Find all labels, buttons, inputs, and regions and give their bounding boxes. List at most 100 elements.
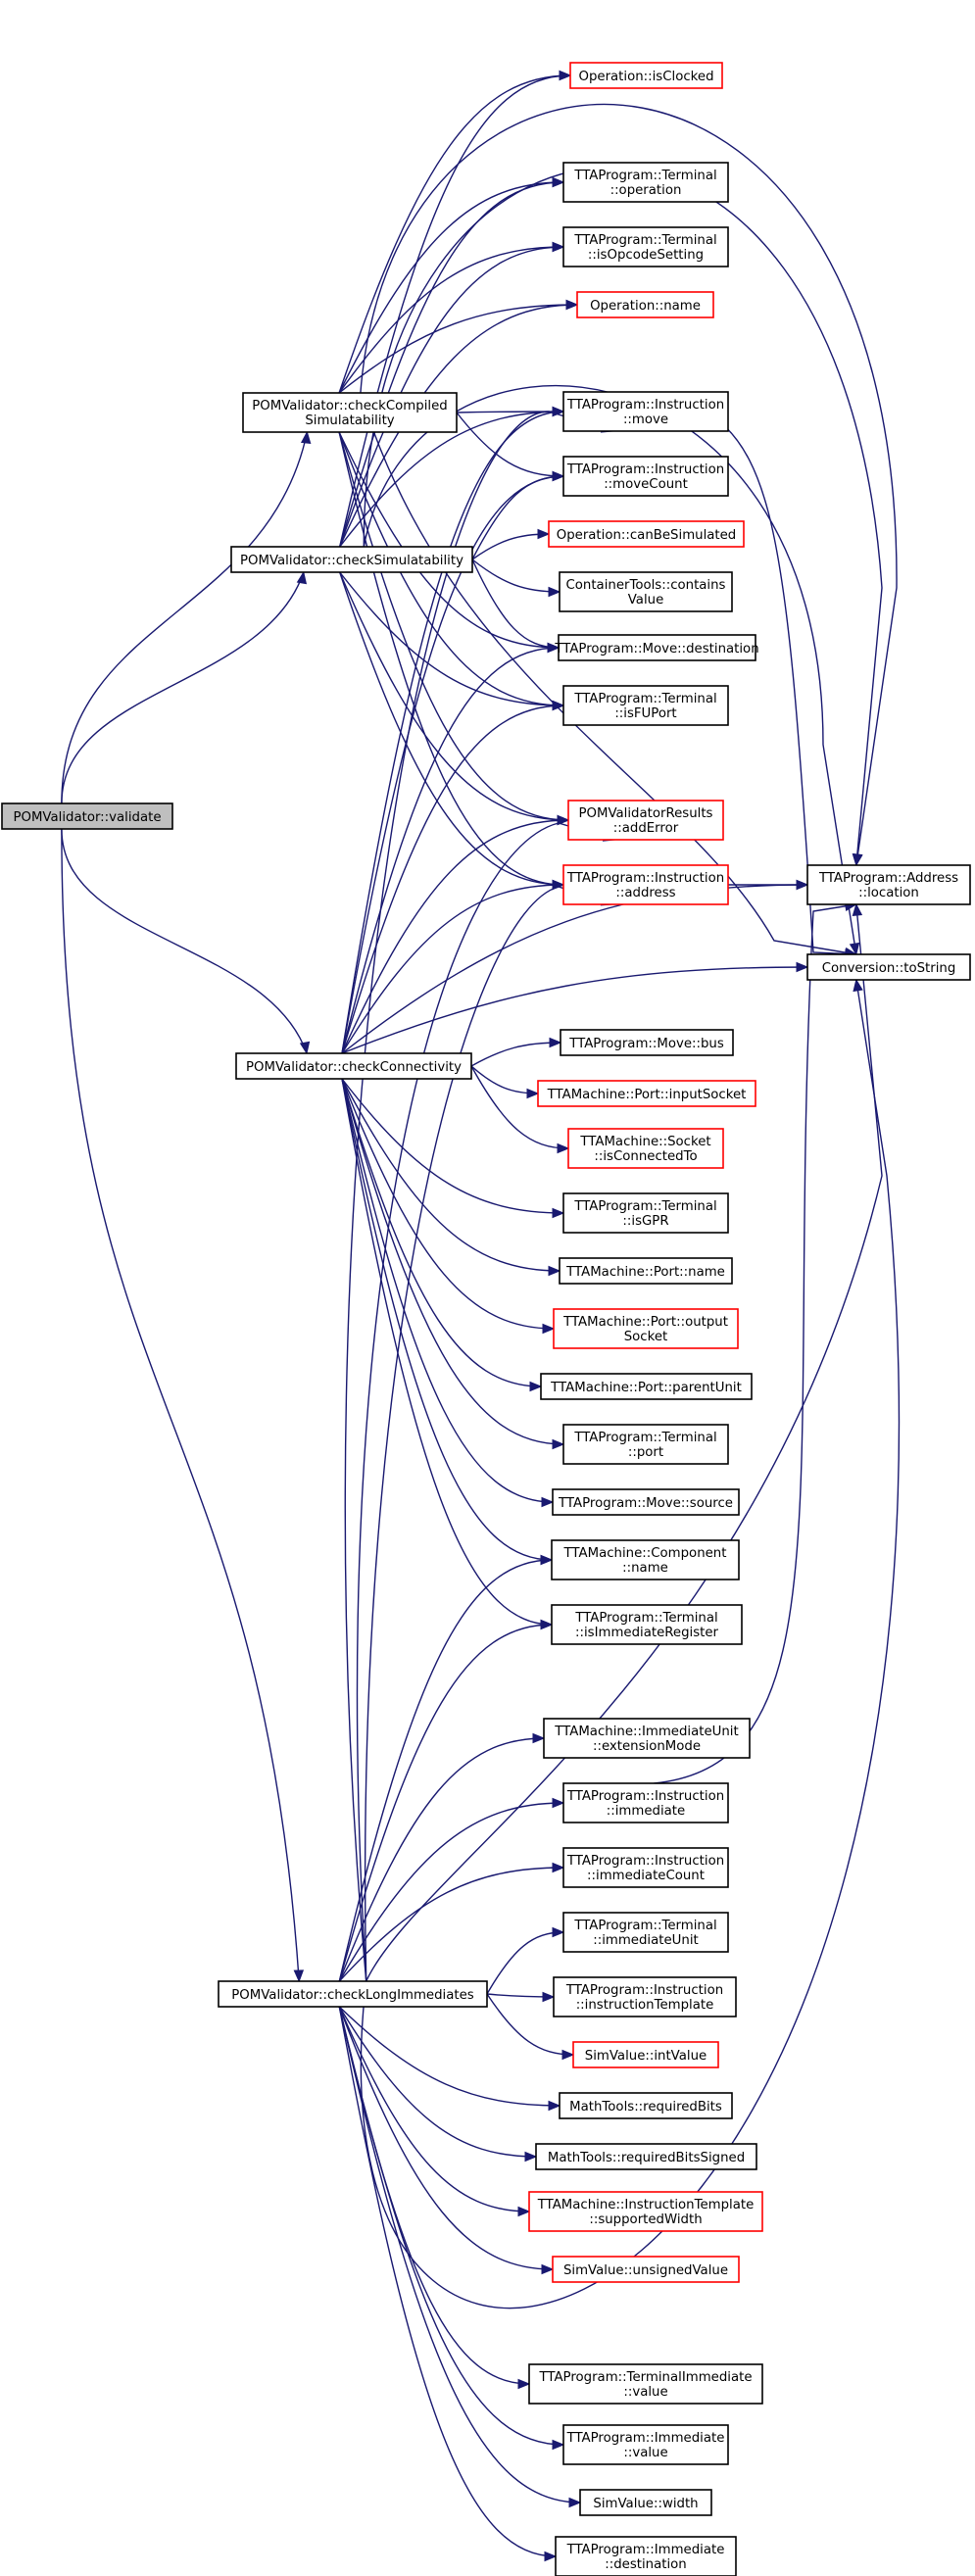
edge-line xyxy=(366,903,883,1982)
node-addError[interactable]: POMValidatorResults::addError xyxy=(567,800,724,841)
node-label: TTAProgram::TerminalImmediate xyxy=(538,2370,752,2385)
edge-line xyxy=(338,431,560,649)
edge-checkConn-to-isImmReg xyxy=(341,1078,554,1630)
node-termImmValue[interactable]: TTAProgram::TerminalImmediate::value xyxy=(528,2363,763,2405)
node-label: TTAProgram::Instruction xyxy=(566,398,724,413)
node-checkCompiled[interactable]: POMValidator::checkCompiledSimulatabilit… xyxy=(242,392,458,433)
edge-checkLong-to-intValue xyxy=(486,1993,575,2061)
edge-arrowhead xyxy=(541,2263,555,2275)
node-supportedWidth[interactable]: TTAMachine::InstructionTemplate::support… xyxy=(528,2191,763,2232)
edge-checkConn-to-moveCount xyxy=(341,470,565,1054)
node-label: ::isConnectedTo xyxy=(594,1149,697,1164)
node-box xyxy=(242,392,458,433)
node-checkConn[interactable]: POMValidator::checkConnectivity xyxy=(235,1052,472,1080)
edge-checkLong-to-simWidth xyxy=(338,2006,582,2508)
node-termOperation[interactable]: TTAProgram::Terminal::operation xyxy=(562,162,729,203)
node-moveDestination[interactable]: TTAProgram::Move::destination xyxy=(554,634,759,661)
edge-arrowhead xyxy=(542,1991,556,2003)
node-isFUPort[interactable]: TTAProgram::Terminal::isFUPort xyxy=(562,685,729,726)
node-label: TTAProgram::Terminal xyxy=(573,169,716,183)
edge-line xyxy=(338,2006,530,2385)
edge-checkConn-to-termPort xyxy=(341,1078,565,1450)
node-isConnectedTo[interactable]: TTAMachine::Socket::isConnectedTo xyxy=(567,1128,724,1169)
edge-arrowhead xyxy=(540,1554,554,1566)
edge-arrowhead xyxy=(296,570,308,585)
node-box xyxy=(218,1980,488,2008)
edge-line xyxy=(341,1078,554,1503)
node-requiredBitsSigned[interactable]: MathTools::requiredBitsSigned xyxy=(535,2143,757,2170)
node-validate[interactable]: POMValidator::validate xyxy=(1,802,173,830)
edge-line xyxy=(341,1078,542,1387)
node-canBeSimulated[interactable]: Operation::canBeSimulated xyxy=(548,520,745,548)
node-requiredBits[interactable]: MathTools::requiredBits xyxy=(559,2092,733,2119)
node-immValue[interactable]: TTAProgram::Immediate::value xyxy=(562,2424,729,2465)
node-moveBus[interactable]: TTAProgram::Move::bus xyxy=(560,1029,734,1056)
node-moveCount[interactable]: TTAProgram::Instruction::moveCount xyxy=(562,456,729,497)
node-instrTemplate[interactable]: TTAProgram::Instruction::instructionTemp… xyxy=(553,1976,737,2017)
node-immDestination[interactable]: TTAProgram::Immediate::destination xyxy=(555,2536,737,2576)
edge-checkLong-to-termImmValue xyxy=(338,2006,531,2390)
edge-arrowhead xyxy=(552,1438,565,1450)
node-isImmReg[interactable]: TTAProgram::Terminal::isImmediateRegiste… xyxy=(551,1604,743,1645)
node-instrImmediate[interactable]: TTAProgram::Instruction::immediate xyxy=(562,1782,729,1823)
node-instrMove[interactable]: TTAProgram::Instruction::move xyxy=(562,391,729,432)
node-addrLocation[interactable]: TTAProgram::Address::location xyxy=(806,864,971,905)
edge-arrowhead xyxy=(853,978,863,993)
node-label: TTAProgram::Instruction xyxy=(565,1983,723,1998)
edge-arrowhead xyxy=(796,879,809,891)
node-checkLong[interactable]: POMValidator::checkLongImmediates xyxy=(218,1980,488,2008)
edge-arrowhead xyxy=(529,1381,543,1392)
node-box xyxy=(230,546,473,573)
node-label: TTAMachine::Component xyxy=(563,1546,727,1561)
edge-checkCompiled-to-addError xyxy=(338,431,570,826)
edge-checkLong-to-toString xyxy=(360,978,901,2309)
edge-arrowhead xyxy=(548,586,561,598)
node-extensionMode[interactable]: TTAMachine::ImmediateUnit::extensionMode xyxy=(543,1718,751,1759)
node-box xyxy=(559,2092,733,2119)
node-box xyxy=(572,2041,719,2068)
edge-line xyxy=(364,886,613,1982)
edge-line xyxy=(360,392,856,955)
node-immUnit[interactable]: TTAProgram::Terminal::immediateUnit xyxy=(562,1912,729,1953)
edge-arrowhead xyxy=(300,430,312,444)
edge-arrowhead xyxy=(517,2378,531,2390)
node-portName[interactable]: TTAMachine::Port::name xyxy=(559,1257,733,1285)
node-box xyxy=(558,634,756,661)
node-isOpcodeSetting[interactable]: TTAProgram::Terminal::isOpcodeSetting xyxy=(562,226,729,267)
node-moveSource[interactable]: TTAProgram::Move::source xyxy=(552,1488,740,1516)
node-box xyxy=(569,62,723,89)
edge-checkSim-to-instrAddress xyxy=(339,571,565,891)
node-label: TTAProgram::Move::bus xyxy=(568,1037,724,1051)
node-unsignedValue[interactable]: SimValue::unsignedValue xyxy=(552,2256,740,2283)
node-label: SimValue::unsignedValue xyxy=(563,2263,728,2278)
node-label: POMValidatorResults xyxy=(579,806,713,821)
node-label: ::extensionMode xyxy=(593,1739,701,1754)
node-isClocked[interactable]: Operation::isClocked xyxy=(569,62,723,89)
node-label: ::name xyxy=(622,1561,668,1576)
node-parentUnit[interactable]: TTAMachine::Port::parentUnit xyxy=(540,1373,753,1400)
node-label: ::address xyxy=(615,886,675,900)
node-toString[interactable]: Conversion::toString xyxy=(806,953,971,981)
call-graph-nodes: POMValidator::validatePOMValidator::chec… xyxy=(1,62,971,2576)
node-instrAddress[interactable]: TTAProgram::Instruction::address xyxy=(562,864,729,905)
node-label: POMValidator::validate xyxy=(13,810,161,825)
edge-arrowhead xyxy=(552,700,565,711)
edge-arrowhead xyxy=(552,1862,565,1873)
node-simWidth[interactable]: SimValue::width xyxy=(579,2489,712,2516)
node-isGPR[interactable]: TTAProgram::Terminal::isGPR xyxy=(562,1192,729,1234)
node-opName[interactable]: Operation::name xyxy=(576,291,714,318)
node-checkSim[interactable]: POMValidator::checkSimulatability xyxy=(230,546,473,573)
node-componentName[interactable]: TTAMachine::Component::name xyxy=(551,1539,740,1580)
node-inputSocket[interactable]: TTAMachine::Port::inputSocket xyxy=(537,1080,756,1107)
edge-checkSim-to-containsValue xyxy=(471,559,561,598)
edge-checkLong-to-instrImmediate xyxy=(338,1797,565,1982)
edge-arrowhead xyxy=(552,1797,565,1809)
node-immCount[interactable]: TTAProgram::Instruction::immediateCount xyxy=(562,1847,729,1888)
edge-arrowhead xyxy=(559,70,572,81)
node-termPort[interactable]: TTAProgram::Terminal::port xyxy=(562,1424,729,1465)
node-label: Value xyxy=(628,593,664,608)
node-intValue[interactable]: SimValue::intValue xyxy=(572,2041,719,2068)
node-label: Operation::isClocked xyxy=(578,70,713,84)
